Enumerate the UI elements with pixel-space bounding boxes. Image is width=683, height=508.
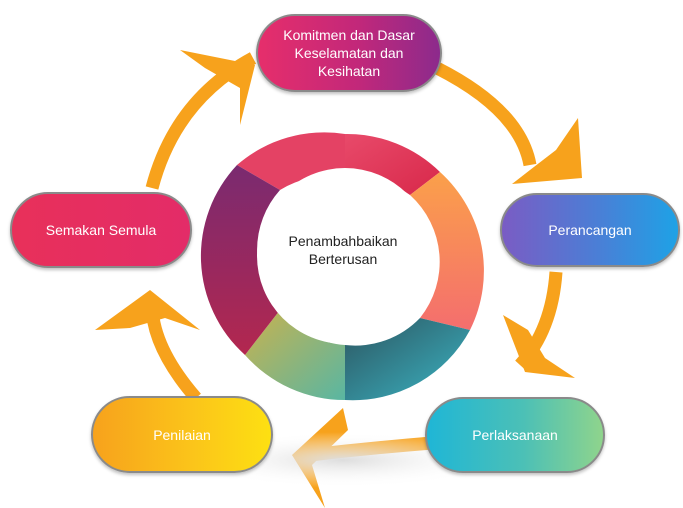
arrow-commit-to-plan [434, 62, 537, 167]
ring-segment-right [410, 172, 484, 330]
step-commitment-policy: Komitmen dan Dasar Keselamatan dan Kesih… [256, 14, 442, 92]
step-evaluation: Penilaian [91, 396, 273, 473]
ring-segment-bottom-left [245, 310, 345, 401]
step-implementation: Perlaksanaan [425, 397, 605, 473]
step-planning: Perancangan [500, 193, 680, 267]
arrowhead-commit [180, 50, 255, 125]
arrowhead-review [95, 290, 200, 330]
center-label: Penambahbaikan Berterusan [288, 233, 398, 267]
ring-hole [257, 168, 433, 344]
ring-segment-bottom-right [345, 318, 470, 401]
step-review: Semakan Semula [10, 192, 192, 268]
arrowhead-do [503, 315, 575, 378]
ring-segment-left [200, 165, 280, 355]
ring-segment-top [345, 133, 440, 195]
improvement-ring [200, 132, 484, 401]
arrowhead-plan [512, 118, 582, 184]
